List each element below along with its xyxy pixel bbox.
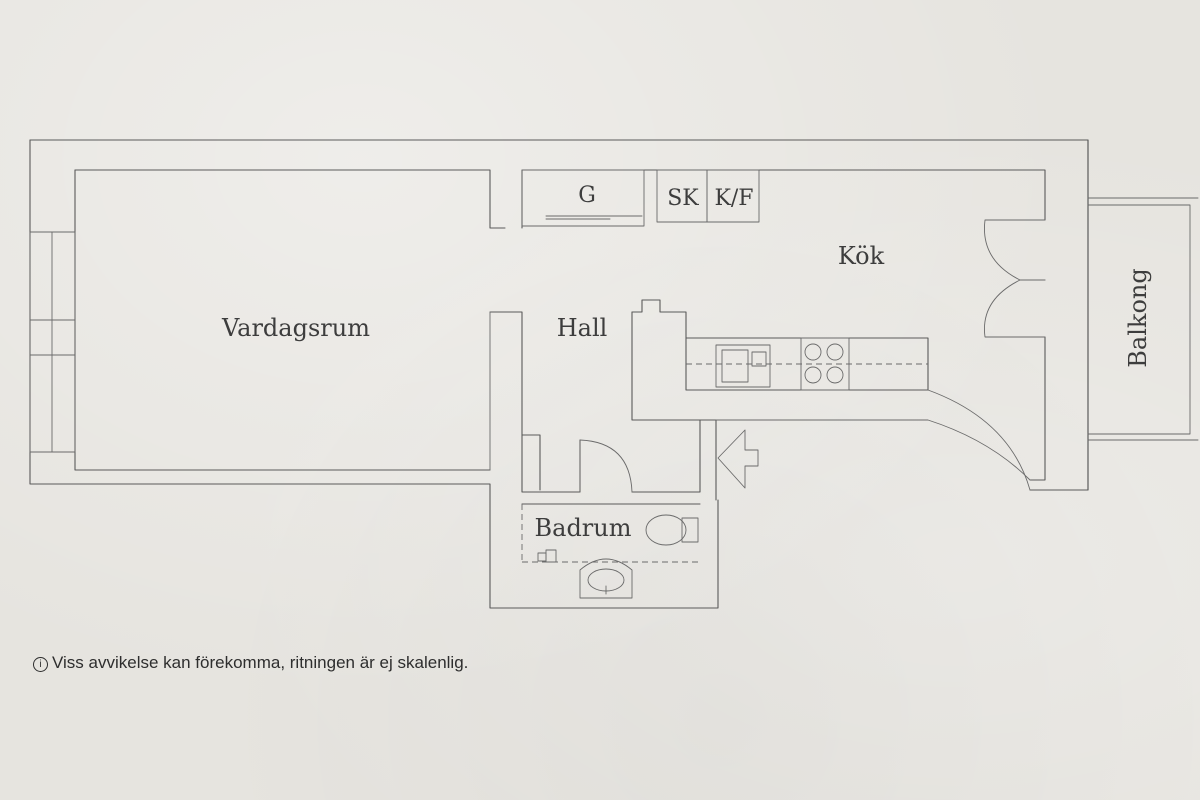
balcony xyxy=(1087,197,1199,441)
cabinet-units xyxy=(656,169,760,223)
living-room-window xyxy=(29,231,76,453)
kitchen-counter xyxy=(685,337,1031,491)
stove-icon xyxy=(800,337,850,391)
fixture-label-garderob: G xyxy=(578,183,596,208)
room-label-vardagsrum: Vardagsrum xyxy=(221,314,370,342)
disclaimer: i Viss avvikelse kan förekomma, ritningen… xyxy=(33,653,468,673)
room-label-kok: Kök xyxy=(838,242,885,270)
internal-walls xyxy=(489,299,717,501)
room-label-badrum: Badrum xyxy=(535,514,632,542)
bathroom xyxy=(521,503,701,599)
wardrobe xyxy=(521,169,645,227)
fixture-label-skap: SK xyxy=(667,186,699,211)
info-icon: i xyxy=(33,657,48,672)
bathroom-door xyxy=(579,439,633,493)
fixture-label-kyl-frys: K/F xyxy=(714,186,753,211)
room-label-hall: Hall xyxy=(557,314,608,342)
sink-icon xyxy=(715,344,771,388)
tap-icon xyxy=(537,549,557,563)
toilet-icon xyxy=(645,514,699,546)
disclaimer-text: Viss avvikelse kan förekomma, ritningen … xyxy=(52,653,469,672)
sink-icon xyxy=(579,558,633,599)
entrance-arrow-icon xyxy=(717,429,759,489)
room-label-balkong: Balkong xyxy=(1124,268,1152,367)
balcony-door xyxy=(983,219,1046,338)
